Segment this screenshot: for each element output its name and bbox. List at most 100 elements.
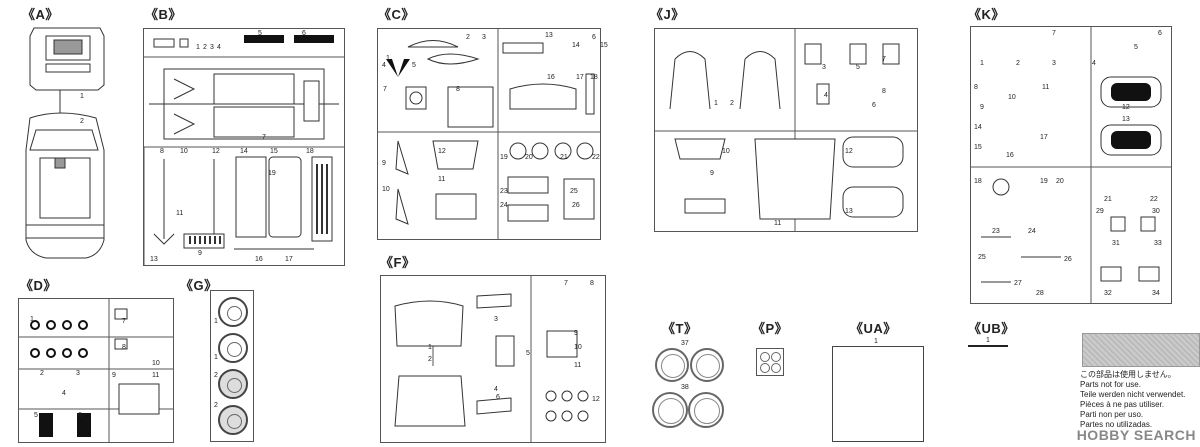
sprue-label-f: 《F》 [380,255,416,270]
sprue-ub-line [968,345,1008,347]
part-number-f5: 5 [526,350,530,357]
sprue-b-parts [144,35,344,265]
part-number-k12: 12 [1122,104,1130,111]
part-number-d10: 10 [152,360,160,367]
tire-part [688,392,724,428]
part-number-g2b: 2 [214,402,218,409]
part-number-k10: 10 [1008,94,1016,101]
part-number-c16: 16 [547,74,555,81]
sprue-label-p: 《P》 [752,321,789,336]
part-number-k31: 31 [1112,240,1120,247]
part-number-k34: 34 [1152,290,1160,297]
part-number-t37: 37 [681,340,689,347]
sprue-label-d: 《D》 [20,278,57,293]
part-number-c24: 24 [500,202,508,209]
part-number-d11: 11 [152,372,160,379]
part-number-c7: 7 [383,86,387,93]
notice-line-de: Teile werden nicht verwendet. [1080,390,1186,399]
part-number-j3: 3 [822,64,826,71]
part-number-b8: 8 [160,148,164,155]
part-number-k24: 24 [1028,228,1036,235]
watermark: HOBBY SEARCH [1076,427,1196,443]
part-number-d6: 6 [78,412,82,419]
sprue-p [756,348,784,376]
part-number-k32: 32 [1104,290,1112,297]
part-number-b4: 4 [217,44,221,51]
part-number-d4: 4 [62,390,66,397]
part-number-b11: 11 [176,210,184,217]
part-number-c20: 20 [525,154,533,161]
part-number-j10: 10 [722,148,730,155]
tire-part [655,348,689,382]
sprue-c [377,28,601,240]
part-number-j9: 9 [710,170,714,177]
notice-line-en: Parts not for use. [1080,380,1141,389]
part-number-f10: 10 [574,344,582,351]
part-number-c5: 5 [412,62,416,69]
part-number-a2: 2 [80,118,84,125]
part-number-j1: 1 [714,100,718,107]
sprue-label-k: 《K》 [968,7,1005,22]
notice-line-it: Parti non per uso. [1080,410,1144,419]
part-number-b6: 6 [302,30,306,37]
part-number-k27: 27 [1014,280,1022,287]
rib-part [189,236,221,244]
part-number-c10: 10 [382,186,390,193]
wheel-part [218,297,248,327]
part-number-f7: 7 [564,280,568,287]
sprue-d [18,298,174,443]
part-number-b19: 19 [268,170,276,177]
part-number-k18: 18 [974,178,982,185]
tire-part [652,392,688,428]
part-number-j11: 11 [774,220,782,227]
sprue-label-a: 《A》 [22,7,59,22]
part-number-k22: 22 [1150,196,1158,203]
part-number-f3: 3 [494,316,498,323]
part-number-ub1: 1 [986,337,990,344]
part-number-b7: 7 [262,134,266,141]
sprue-g [210,290,254,442]
sprue-d-parts [19,299,173,442]
part-number-k1: 1 [980,60,984,67]
sprue-ua-sheet [832,346,924,442]
part-number-k13: 13 [1122,116,1130,123]
part-number-c25: 25 [570,188,578,195]
tire-part [690,348,724,382]
sprue-j-parts [655,29,917,231]
part-number-c4: 4 [382,62,386,69]
part-number-b17: 17 [285,256,293,263]
part-number-c9: 9 [382,160,386,167]
notice-line-fr: Pièces à ne pas utiliser. [1080,400,1165,409]
part-number-k9: 9 [980,104,984,111]
part-number-k3: 3 [1052,60,1056,67]
part-number-k2: 2 [1016,60,1020,67]
part-number-c23: 23 [500,188,508,195]
part-number-k7: 7 [1052,30,1056,37]
part-number-d9: 9 [112,372,116,379]
part-number-k20: 20 [1056,178,1064,185]
part-number-b9: 9 [198,250,202,257]
part-number-f6: 6 [496,394,500,401]
part-number-j7: 7 [882,56,886,63]
part-number-f8: 8 [590,280,594,287]
part-number-k4: 4 [1092,60,1096,67]
sprue-label-ua: 《UA》 [850,321,897,336]
part-number-b13: 13 [150,256,158,263]
part-number-c11: 11 [438,176,446,183]
part-number-b10: 10 [180,148,188,155]
part-number-k6: 6 [1158,30,1162,37]
sprue-label-j: 《J》 [650,7,685,22]
part-number-f2: 2 [428,356,432,363]
part-number-k21: 21 [1104,196,1112,203]
sprue-label-ub: 《UB》 [968,321,1015,336]
sprue-label-b: 《B》 [145,7,182,22]
part-number-b16: 16 [255,256,263,263]
notice-line-ja: この部品は使用しません。 [1080,370,1176,379]
grille-part [316,164,328,234]
part-number-b2: 2 [203,44,207,51]
sprue-f [380,275,606,443]
sprue-label-c: 《C》 [378,7,415,22]
part-number-c26: 26 [572,202,580,209]
wheel-part [218,405,248,435]
part-number-k14: 14 [974,124,982,131]
